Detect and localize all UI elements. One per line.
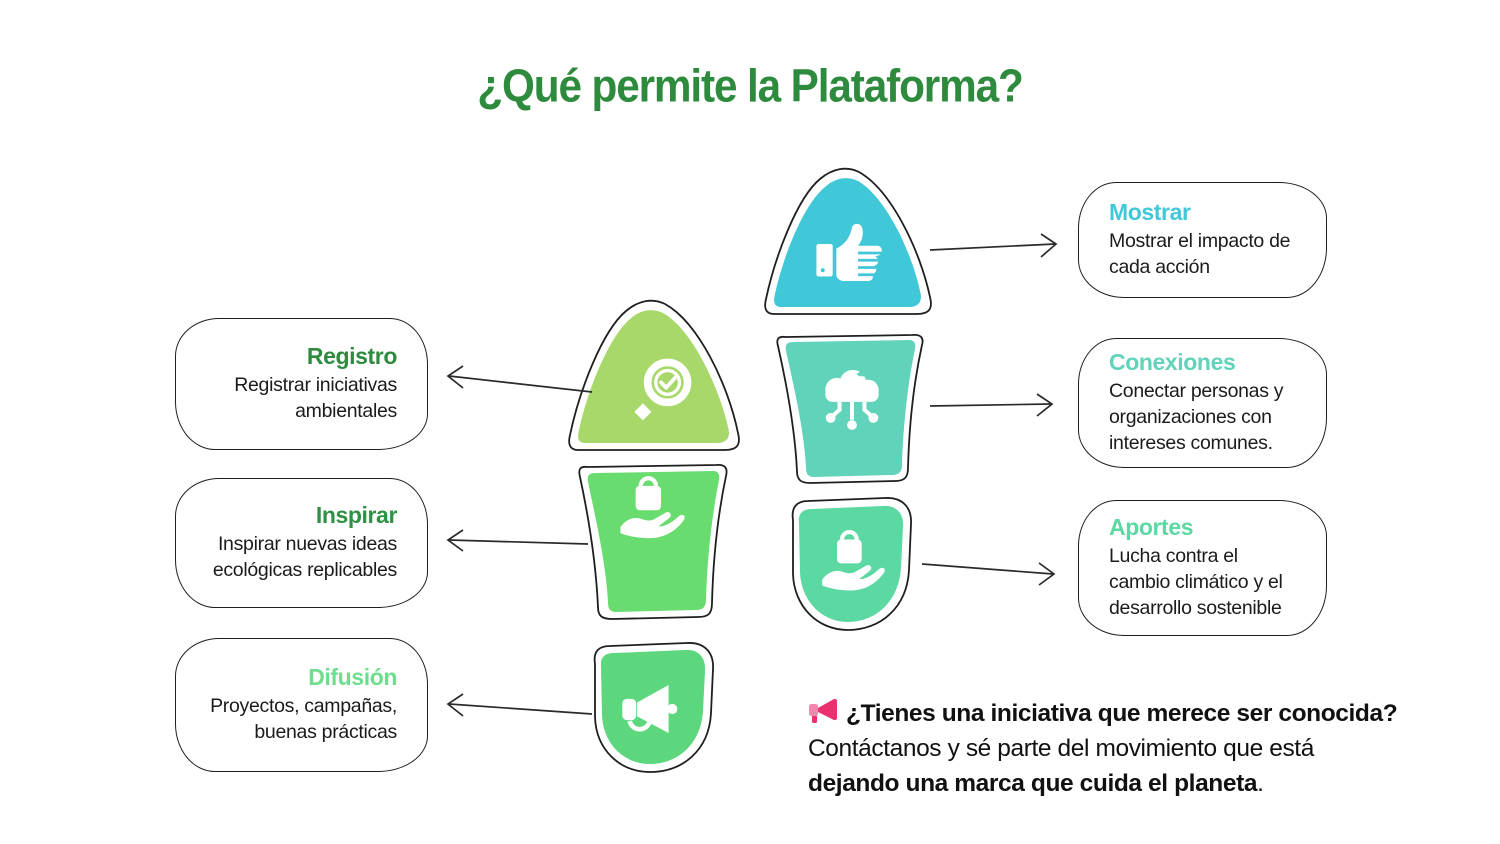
card-conexiones-body: Conectar personas y organizaciones con i… [1109,380,1284,454]
card-aportes: Aportes Lucha contra el cambio climático… [1078,500,1327,636]
card-registro-body: Registrar iniciativas ambientales [234,374,397,422]
card-mostrar-title: Mostrar [1109,199,1191,226]
cta-line1: ¿Tienes una iniciativa que merece ser co… [808,696,1428,731]
arrow-conexiones [929,393,1054,417]
cta-line3-bold: dejando una marca que cuida el planeta [808,770,1258,798]
card-aportes-body: Lucha contra el cambio climático y el de… [1109,545,1283,619]
hand-holding-bag-icon [620,476,685,539]
card-conexiones-title: Conexiones [1109,349,1236,376]
cta-line3-suffix: . [1257,770,1264,798]
card-aportes-title: Aportes [1109,514,1194,541]
arrow-difusion [446,693,593,717]
card-conexiones: Conexiones Conectar personas y organizac… [1078,338,1327,468]
card-inspirar: Inspirar Inspirar nuevas ideas ecológica… [175,478,428,608]
shape-inspirar-blob [578,463,728,620]
card-difusion-body: Proyectos, campañas, buenas prácticas [210,695,397,743]
shape-registro-blob [568,299,740,451]
card-inspirar-title: Inspirar [315,502,398,529]
card-registro-title: Registro [306,343,397,370]
card-difusion: Difusión Proyectos, campañas, buenas prá… [175,638,428,772]
megaphone-icon [622,684,678,734]
cta-block: ¿Tienes una iniciativa que merece ser co… [808,696,1428,801]
cta-line3: dejando una marca que cuida el planeta. [808,766,1428,801]
card-mostrar-body: Mostrar el impacto de cada acción [1109,230,1291,278]
card-difusion-title: Difusión [308,664,397,691]
shape-aportes-blob [791,497,912,631]
page-title: ¿Qué permite la Plataforma? [477,58,1024,112]
arrow-aportes [921,562,1056,586]
arrow-inspirar [446,529,589,552]
card-inspirar-body: Inspirar nuevas ideas ecológicas replica… [212,533,397,581]
magnifier-check-icon [634,358,692,421]
cta-line1-text: ¿Tienes una iniciativa que merece ser co… [846,700,1398,727]
megaphone-emoji-icon [809,698,837,723]
hand-holding-bag-icon [822,530,885,591]
thumbs-up-icon [816,223,884,282]
cloud-network-icon [825,369,879,430]
arrow-registro [446,365,593,393]
card-registro: Registro Registrar iniciativas ambiental… [175,318,428,450]
arrow-mostrar [929,233,1058,258]
cta-line2: Contáctanos y sé parte del movimiento qu… [808,735,1314,763]
card-mostrar: Mostrar Mostrar el impacto de cada acció… [1078,182,1327,298]
